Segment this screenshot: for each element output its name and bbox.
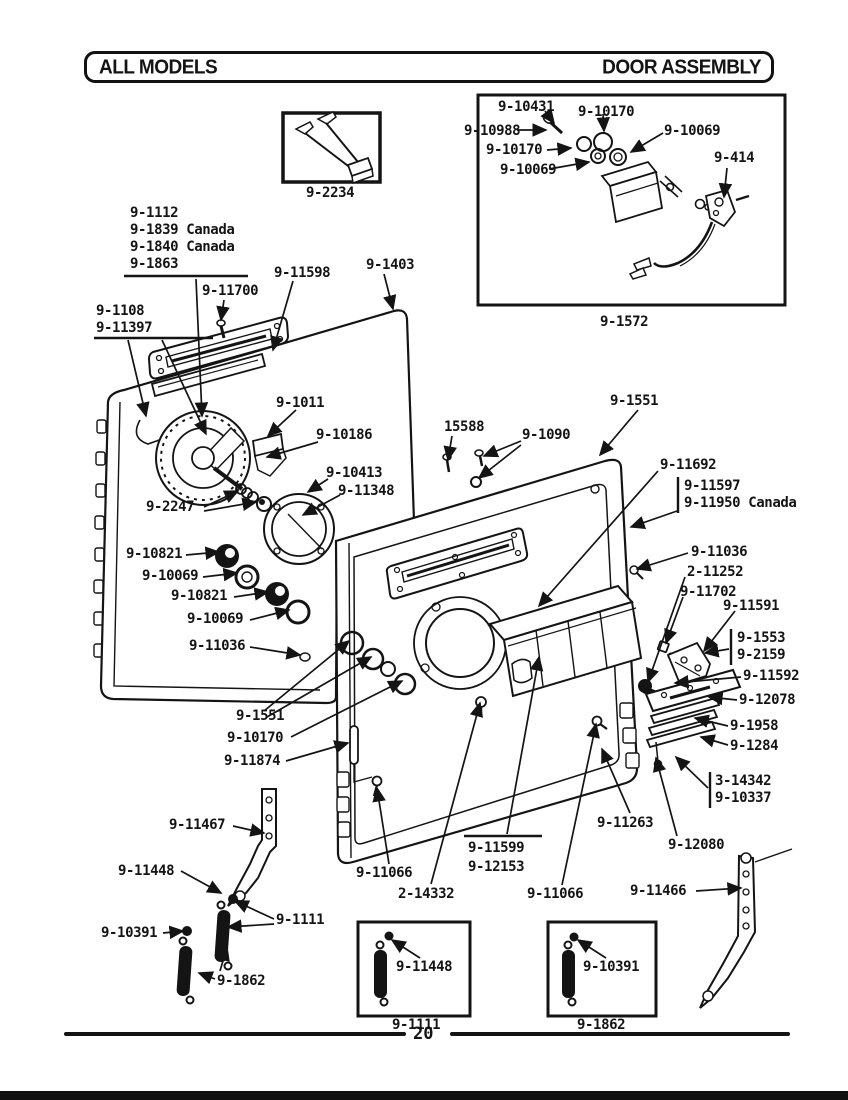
scan-edge-bar xyxy=(0,1091,848,1100)
part-label-9-12080: 9-12080 xyxy=(668,837,725,853)
part-label-9-10069-b: 9-10069 xyxy=(500,162,557,178)
dispenser-assembly xyxy=(371,449,644,797)
part-label-9-11874: 9-11874 xyxy=(224,753,281,769)
part-label-9-11397: 9-11397 xyxy=(96,320,153,336)
header-models-label: ALL MODELS xyxy=(99,56,218,79)
page-header-bar: ALL MODELS DOOR ASSEMBLY xyxy=(84,51,774,83)
page-number: 20 xyxy=(413,1024,434,1044)
part-label-9-10391-b: 9-10391 xyxy=(583,959,640,975)
part-label-9-11692: 9-11692 xyxy=(660,457,717,473)
part-label-9-11263: 9-11263 xyxy=(597,815,654,831)
part-label-9-10170-c: 9-10170 xyxy=(227,730,284,746)
part-label-9-11598: 9-11598 xyxy=(274,265,331,281)
part-label-9-11448-b: 9-11448 xyxy=(396,959,453,975)
part-label-9-10821-a: 9-10821 xyxy=(126,546,183,562)
part-label-9-2247: 9-2247 xyxy=(146,499,195,515)
part-label-9-10170-b: 9-10170 xyxy=(486,142,543,158)
vent-plate xyxy=(385,527,529,600)
inset-harness-drawing xyxy=(281,111,382,185)
part-label-9-10186: 9-10186 xyxy=(316,427,373,443)
latch-cluster xyxy=(638,640,742,769)
part-label-9-10069-d: 9-10069 xyxy=(187,611,244,627)
part-label-9-1551-a: 9-1551 xyxy=(610,393,659,409)
box-caption-9-1111: 9-1111 xyxy=(392,1017,441,1033)
part-label-9-10391-a: 9-10391 xyxy=(101,925,158,941)
part-label-9-2159: 9-2159 xyxy=(737,647,786,663)
hinge-left xyxy=(227,788,277,907)
header-assembly-label: DOOR ASSEMBLY xyxy=(602,56,761,79)
part-label-9-1958: 9-1958 xyxy=(730,718,779,734)
part-label-9-11592: 9-11592 xyxy=(743,668,800,684)
part-label-9-1553: 9-1553 xyxy=(737,630,786,646)
part-label-9-10337: 9-10337 xyxy=(715,790,772,806)
part-label-9-11466: 9-11466 xyxy=(630,883,687,899)
part-label-9-11591: 9-11591 xyxy=(723,598,780,614)
part-label-9-10069-c: 9-10069 xyxy=(142,568,199,584)
part-label-9-1863: 9-1863 xyxy=(130,256,179,272)
part-label-9-10413: 9-10413 xyxy=(326,465,383,481)
part-label-9-11950: 9-11950 Canada xyxy=(684,495,797,511)
part-label-9-11066-a: 9-11066 xyxy=(356,865,413,881)
hinge-right xyxy=(699,848,793,1009)
part-label-9-11348: 9-11348 xyxy=(338,483,395,499)
part-label-9-1090: 9-1090 xyxy=(522,427,571,443)
part-label-9-10431: 9-10431 xyxy=(498,99,555,115)
part-label-3-14342: 3-14342 xyxy=(715,773,772,789)
leader-lines xyxy=(127,108,743,985)
spring-detail-boxes xyxy=(356,920,658,1018)
part-label-9-1403: 9-1403 xyxy=(366,257,415,273)
part-label-9-10988: 9-10988 xyxy=(464,123,521,139)
part-label-9-12078: 9-12078 xyxy=(739,692,796,708)
part-label-9-1839: 9-1839 Canada xyxy=(130,222,235,238)
part-label-9-1840: 9-1840 Canada xyxy=(130,239,235,255)
part-label-9-1862-a: 9-1862 xyxy=(217,973,266,989)
box-caption-9-1862: 9-1862 xyxy=(577,1017,626,1033)
part-label-9-1284: 9-1284 xyxy=(730,738,779,754)
part-label-9-1108: 9-1108 xyxy=(96,303,145,319)
part-label-9-11036-a: 9-11036 xyxy=(189,638,246,654)
part-label-9-1551-b: 9-1551 xyxy=(236,708,285,724)
grommets-left xyxy=(215,544,311,662)
part-label-9-11066-b: 9-11066 xyxy=(527,886,584,902)
part-label-9-10069-a: 9-10069 xyxy=(664,123,721,139)
part-label-9-11599: 9-11599 xyxy=(468,840,525,856)
bracket-lines xyxy=(94,274,733,838)
part-label-9-1011: 9-1011 xyxy=(276,395,325,411)
part-label-9-11597: 9-11597 xyxy=(684,478,741,494)
part-label-9-11700: 9-11700 xyxy=(202,283,259,299)
part-label-9-11036-b: 9-11036 xyxy=(691,544,748,560)
part-label-15588: 15588 xyxy=(444,419,485,435)
inset-latch-caption: 9-1572 xyxy=(600,314,649,330)
inset-latch-drawing xyxy=(476,93,787,307)
part-label-9-414: 9-414 xyxy=(714,150,755,166)
part-label-2-14332: 2-14332 xyxy=(398,886,455,902)
part-label-2-11252: 2-11252 xyxy=(687,564,744,580)
part-label-9-11467: 9-11467 xyxy=(169,817,226,833)
part-label-9-12153: 9-12153 xyxy=(468,859,525,875)
part-label-9-11448-a: 9-11448 xyxy=(118,863,175,879)
part-label-9-10821-b: 9-10821 xyxy=(171,588,228,604)
part-label-9-1112: 9-1112 xyxy=(130,205,179,221)
part-label-9-1111-a: 9-1111 xyxy=(276,912,325,928)
part-label-9-10170-a: 9-10170 xyxy=(578,104,635,120)
inset-harness-caption: 9-2234 xyxy=(306,185,355,201)
part-label-9-11702: 9-11702 xyxy=(680,584,737,600)
